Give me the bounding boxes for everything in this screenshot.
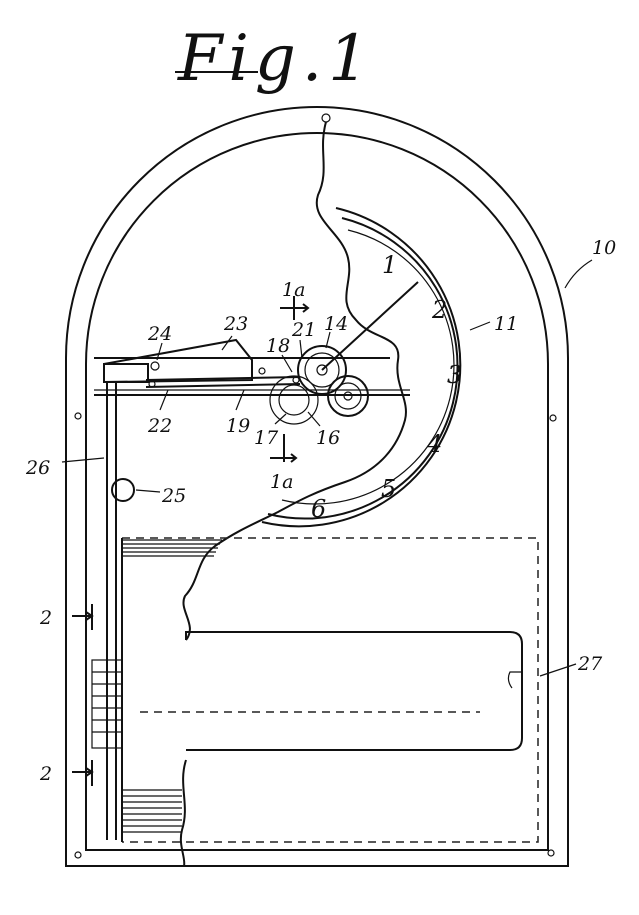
dial-number-3: 3 bbox=[447, 361, 462, 389]
ref-section-2-top: 2 bbox=[39, 607, 52, 629]
leader-25 bbox=[136, 490, 160, 492]
dial-number-2: 2 bbox=[431, 296, 447, 324]
leader-19 bbox=[236, 390, 244, 410]
dial-number-1: 1 bbox=[382, 251, 397, 279]
screw-bottom-right bbox=[548, 850, 554, 856]
leader-21 bbox=[300, 340, 302, 358]
ref-section-2-bottom: 2 bbox=[39, 763, 52, 785]
ref-11: 11 bbox=[494, 313, 518, 335]
ref-section-1a-top: 1a bbox=[282, 279, 305, 301]
screw-right bbox=[550, 415, 556, 421]
dial-number-6: 6 bbox=[311, 495, 326, 523]
section-mark-2-bottom bbox=[72, 760, 92, 786]
ref-24: 24 bbox=[147, 323, 172, 345]
ref-21: 21 bbox=[291, 319, 316, 341]
figure-title: Fig.1 bbox=[177, 22, 375, 96]
ref-17: 17 bbox=[254, 427, 279, 449]
ref-18: 18 bbox=[266, 335, 290, 357]
ref-27: 27 bbox=[577, 653, 603, 675]
ref-14: 14 bbox=[324, 313, 348, 335]
rod-26 bbox=[107, 382, 116, 840]
sheet-stack-bottom bbox=[122, 760, 182, 842]
link-19 bbox=[146, 368, 300, 387]
screw-top bbox=[322, 114, 330, 122]
card-27 bbox=[186, 632, 522, 750]
section-mark-2-top bbox=[72, 604, 92, 630]
leader-10 bbox=[565, 260, 592, 288]
leader-26 bbox=[62, 458, 104, 462]
ref-19: 19 bbox=[226, 415, 250, 437]
screw-bottom-left bbox=[75, 852, 81, 858]
leader-27 bbox=[540, 664, 576, 676]
ref-10: 10 bbox=[592, 237, 616, 259]
ref-25: 25 bbox=[161, 485, 186, 507]
ref-16: 16 bbox=[316, 427, 340, 449]
screw-left bbox=[75, 413, 81, 419]
pivot-24 bbox=[151, 362, 159, 370]
ref-section-1a-bottom: 1a bbox=[270, 471, 293, 493]
leader-22 bbox=[160, 390, 168, 410]
dial-number-4: 4 bbox=[426, 430, 442, 458]
ref-26: 26 bbox=[25, 457, 50, 479]
outer-housing bbox=[66, 107, 568, 866]
leader-11 bbox=[470, 322, 490, 330]
ref-22: 22 bbox=[147, 415, 172, 437]
card-slot bbox=[508, 672, 522, 688]
dial-number-5: 5 bbox=[381, 475, 396, 503]
ref-23: 23 bbox=[223, 313, 248, 335]
arm-23 bbox=[104, 340, 252, 382]
